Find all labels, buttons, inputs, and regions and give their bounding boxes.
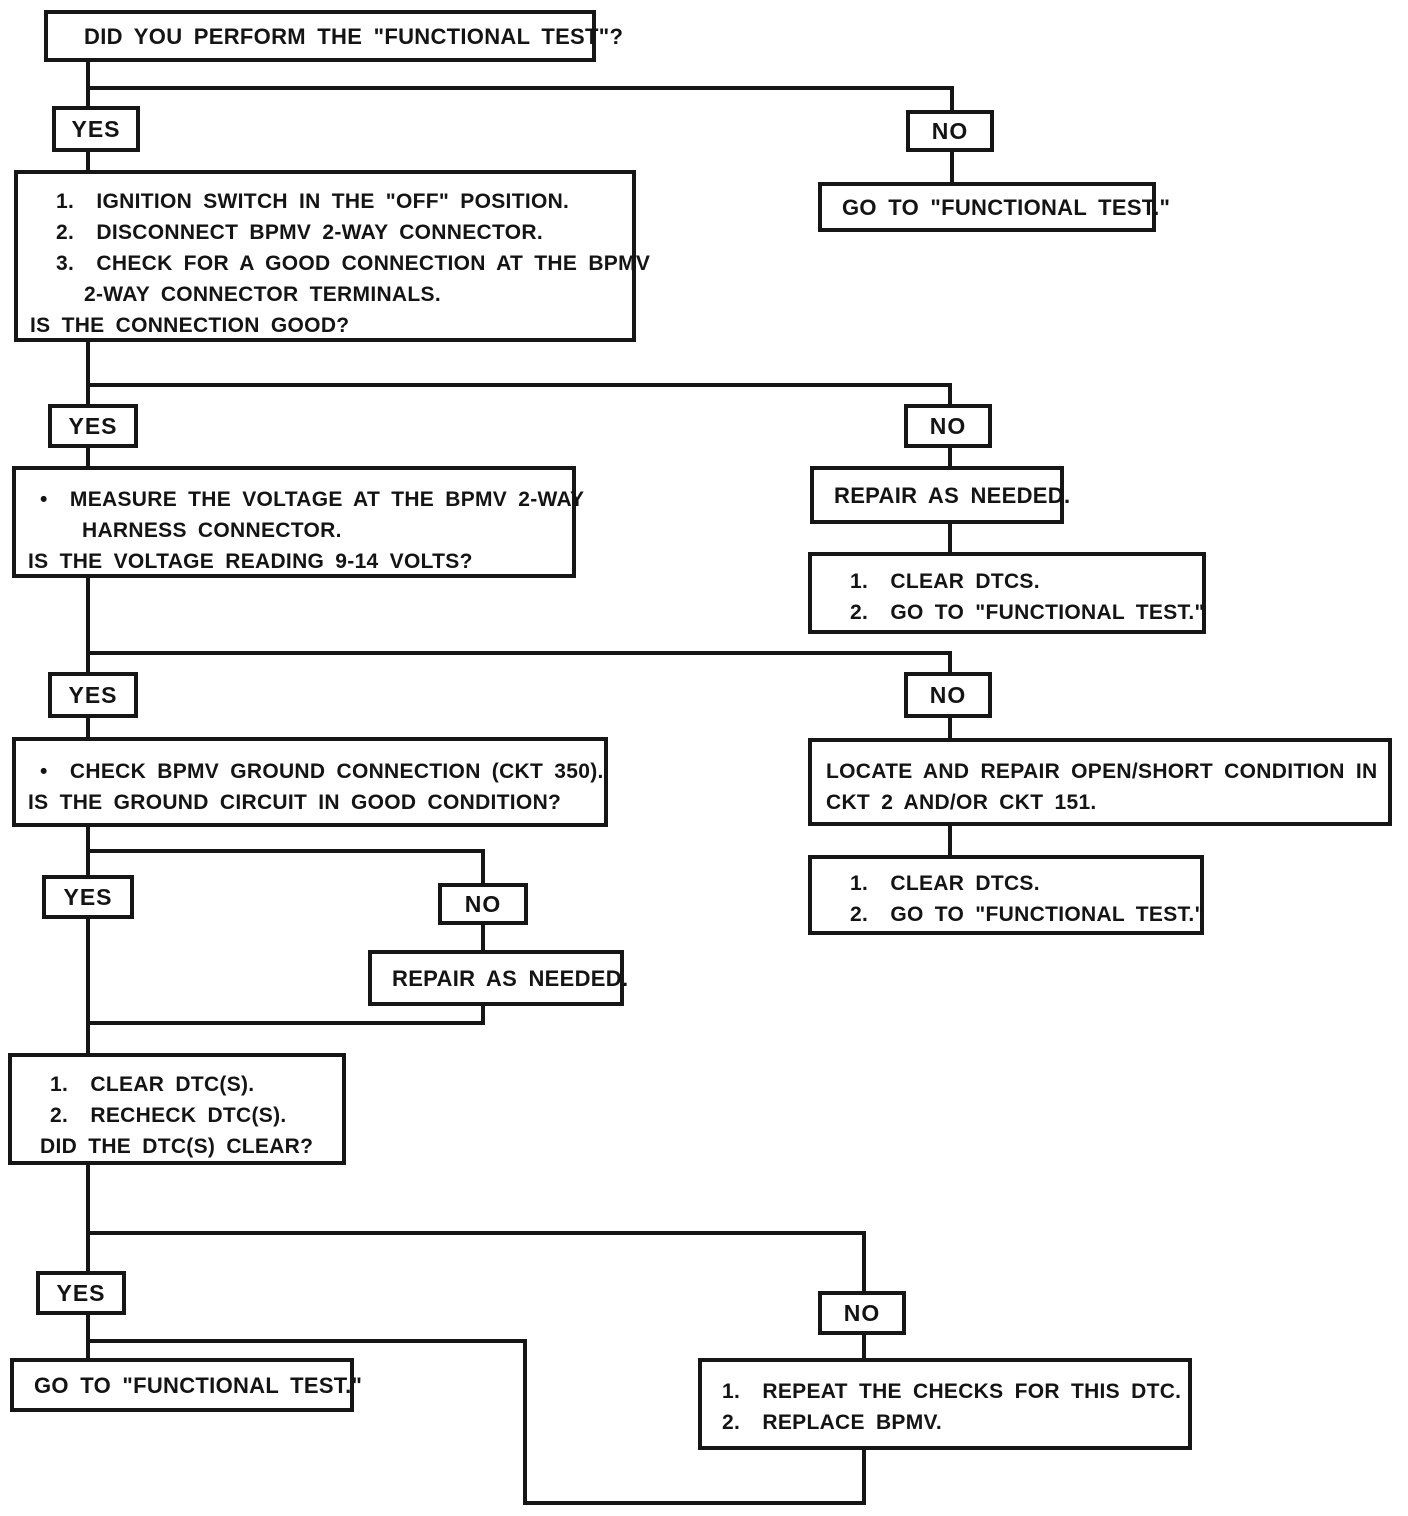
branch-label-yes-3: YES: [48, 672, 138, 718]
step-line: HARNESS CONNECTOR.: [82, 519, 342, 542]
branch-label-no-4: NO: [438, 883, 528, 925]
connector-line: [950, 86, 954, 116]
action-repeat-checks-replace-bpmv: 1. REPEAT THE CHECKS FOR THIS DTC. 2. RE…: [698, 1358, 1192, 1450]
no-label: NO: [843, 1299, 881, 1326]
action-goto-functional-test-1: GO TO "FUNCTIONAL TEST.": [818, 182, 1170, 232]
connector-line: [86, 915, 90, 1057]
connector-line: [86, 86, 954, 90]
connector-line: [86, 1231, 866, 1235]
step-line: 3. CHECK FOR A GOOD CONNECTION AT THE BP…: [56, 252, 651, 275]
action-line: 1. REPEAT THE CHECKS FOR THIS DTC.: [722, 1380, 1182, 1403]
step-question: IS THE VOLTAGE READING 9-14 VOLTS?: [28, 550, 473, 573]
branch-label-yes-1: YES: [52, 106, 140, 152]
no-label: NO: [929, 681, 967, 708]
connector-line: [523, 1501, 866, 1505]
action-text: GO TO "FUNCTIONAL TEST.": [34, 1372, 363, 1398]
connector-line: [86, 338, 90, 412]
connector-line: [86, 823, 90, 883]
step-clear-recheck-dtcs: 1. CLEAR DTC(S). 2. RECHECK DTC(S). DID …: [8, 1053, 346, 1165]
action-clear-dtcs-1: 1. CLEAR DTCS. 2. GO TO "FUNCTIONAL TEST…: [808, 552, 1206, 634]
no-label: NO: [929, 412, 967, 439]
yes-label: YES: [63, 883, 113, 910]
connector-line: [86, 383, 952, 387]
action-text: GO TO "FUNCTIONAL TEST.": [842, 194, 1171, 220]
connector-line: [86, 1161, 90, 1277]
action-locate-repair-open-short: LOCATE AND REPAIR OPEN/SHORT CONDITION I…: [808, 738, 1392, 826]
connector-line: [481, 849, 485, 887]
connector-line: [86, 651, 952, 655]
connector-line: [523, 1339, 527, 1505]
decision-performed-functional-test: DID YOU PERFORM THE "FUNCTIONAL TEST"?: [44, 10, 623, 62]
branch-label-yes-4: YES: [42, 875, 134, 919]
connector-line: [86, 148, 90, 176]
step-check-bpmv-connector: 1. IGNITION SWITCH IN THE "OFF" POSITION…: [14, 170, 651, 342]
connector-line: [948, 383, 952, 411]
branch-label-no-5: NO: [818, 1291, 906, 1335]
step-question: DID THE DTC(S) CLEAR?: [40, 1135, 314, 1158]
step-measure-voltage: • MEASURE THE VOLTAGE AT THE BPMV 2-WAY …: [12, 466, 585, 578]
step-line: 2-WAY CONNECTOR TERMINALS.: [84, 283, 441, 306]
action-text: REPAIR AS NEEDED.: [392, 965, 629, 991]
action-line: LOCATE AND REPAIR OPEN/SHORT CONDITION I…: [826, 760, 1378, 783]
action-line: 1. CLEAR DTCS.: [850, 872, 1040, 895]
connector-line: [948, 651, 952, 679]
action-repair-as-needed-2: REPAIR AS NEEDED.: [368, 950, 628, 1006]
connector-line: [86, 1021, 485, 1025]
yes-label: YES: [71, 115, 121, 142]
connector-line: [86, 574, 90, 680]
connector-line: [481, 1002, 485, 1025]
yes-label: YES: [68, 681, 118, 708]
yes-label: YES: [56, 1279, 106, 1306]
action-goto-functional-test-2: GO TO "FUNCTIONAL TEST.": [10, 1358, 362, 1412]
connector-line: [86, 849, 485, 853]
action-line: 2. GO TO "FUNCTIONAL TEST.": [850, 601, 1205, 624]
branch-label-no-1: NO: [906, 110, 994, 152]
step-question: IS THE GROUND CIRCUIT IN GOOD CONDITION?: [28, 791, 562, 814]
connector-line: [948, 521, 952, 557]
step-check-ground: • CHECK BPMV GROUND CONNECTION (CKT 350)…: [12, 737, 608, 827]
step-question: IS THE CONNECTION GOOD?: [30, 314, 350, 337]
step-line: 1. CLEAR DTC(S).: [50, 1073, 255, 1096]
step-line: • MEASURE THE VOLTAGE AT THE BPMV 2-WAY: [40, 488, 585, 511]
action-clear-dtcs-2: 1. CLEAR DTCS. 2. GO TO "FUNCTIONAL TEST…: [808, 855, 1204, 935]
step-line: 2. DISCONNECT BPMV 2-WAY CONNECTOR.: [56, 221, 543, 244]
connector-line: [948, 714, 952, 744]
branch-label-no-3: NO: [904, 672, 992, 718]
branch-label-yes-5: YES: [36, 1271, 126, 1315]
step-line: 2. RECHECK DTC(S).: [50, 1104, 287, 1127]
no-label: NO: [464, 890, 502, 917]
connector-line: [862, 1231, 866, 1297]
action-text: REPAIR AS NEEDED.: [834, 482, 1071, 508]
action-line: CKT 2 AND/OR CKT 151.: [826, 791, 1097, 814]
step-line: • CHECK BPMV GROUND CONNECTION (CKT 350)…: [40, 760, 604, 783]
branch-label-yes-2: YES: [48, 404, 138, 448]
connector-line: [862, 1448, 866, 1505]
connector-line: [86, 1339, 527, 1343]
action-line: 1. CLEAR DTCS.: [850, 570, 1040, 593]
action-line: 2. REPLACE BPMV.: [722, 1411, 943, 1434]
branch-label-no-2: NO: [904, 404, 992, 448]
action-repair-as-needed-1: REPAIR AS NEEDED.: [810, 466, 1070, 524]
connector-line: [481, 921, 485, 956]
step-line: 1. IGNITION SWITCH IN THE "OFF" POSITION…: [56, 190, 570, 213]
action-line: 2. GO TO "FUNCTIONAL TEST.": [850, 903, 1205, 926]
connector-line: [862, 1331, 866, 1364]
no-label: NO: [931, 117, 969, 144]
connector-line: [86, 1311, 90, 1364]
yes-label: YES: [68, 412, 118, 439]
connector-line: [950, 148, 954, 188]
connector-line: [86, 55, 90, 115]
connector-line: [86, 714, 90, 742]
connector-line: [948, 444, 952, 474]
decision-text: DID YOU PERFORM THE "FUNCTIONAL TEST"?: [84, 23, 624, 49]
connector-line: [86, 444, 90, 474]
connector-line: [948, 822, 952, 860]
